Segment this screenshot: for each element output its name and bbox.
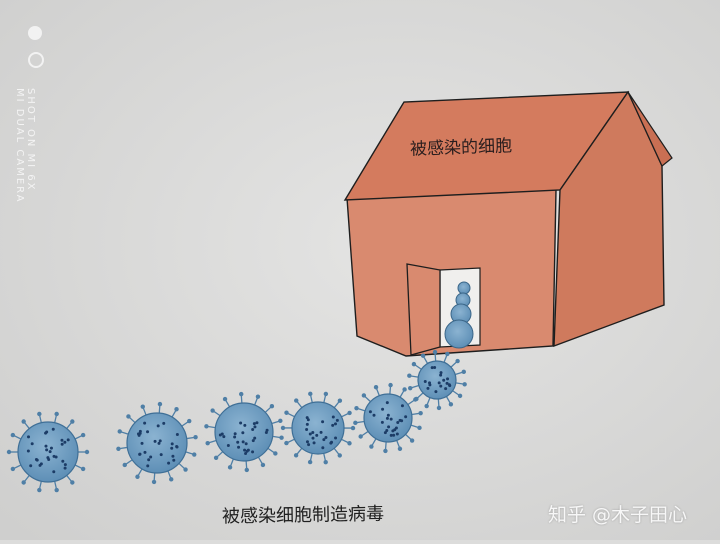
- camera-watermark: SHOT ON MI 6X MI DUAL CAMERA: [14, 88, 36, 204]
- camera-watermark-line2: MI DUAL CAMERA: [14, 88, 25, 204]
- house-door: [407, 264, 440, 355]
- camera-dot-ring: [28, 52, 44, 68]
- site-watermark: 知乎 @木子田心: [548, 500, 687, 527]
- camera-dot-filled: [28, 26, 42, 40]
- camera-watermark-line1: SHOT ON MI 6X: [25, 88, 36, 204]
- caption: 被感染细胞制造病毒: [222, 500, 384, 529]
- roof-label: 被感染的细胞: [410, 131, 513, 160]
